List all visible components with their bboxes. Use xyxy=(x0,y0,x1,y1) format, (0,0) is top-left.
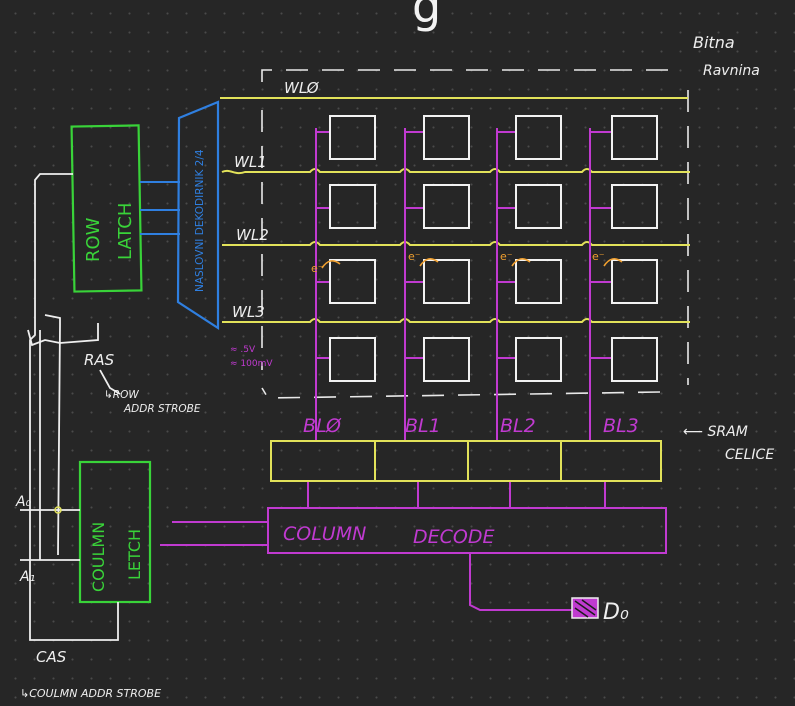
cell-1-0 xyxy=(329,184,376,229)
cell-3-2 xyxy=(515,337,562,382)
row-latch-label-1: ROW xyxy=(83,217,104,262)
column-latch-label-2: LETCH xyxy=(125,529,144,580)
svg-text:e⁻: e⁻ xyxy=(500,250,513,263)
cell-1-1 xyxy=(423,184,470,229)
ravnina-label: Ravnina xyxy=(703,63,760,79)
bl1-label: BL1 xyxy=(405,415,441,437)
cell-1-3 xyxy=(611,184,658,229)
bit-plane-boundary xyxy=(261,69,689,399)
cell-0-3 xyxy=(611,115,658,160)
column-latch-label-1: COULMN xyxy=(89,522,108,592)
bit-line-0 xyxy=(315,128,330,440)
row-latch xyxy=(70,124,143,293)
address-wiring xyxy=(20,173,121,641)
cell-0-1 xyxy=(423,115,470,160)
column-label: COLUMN xyxy=(283,523,366,545)
cell-0-2 xyxy=(515,115,562,160)
cell-1-2 xyxy=(515,184,562,229)
cell-2-3 xyxy=(611,259,658,304)
word-line-2 xyxy=(222,241,690,246)
word-lines xyxy=(220,97,690,323)
bit-line-1 xyxy=(404,128,424,440)
d0-label: D₀ xyxy=(603,600,629,625)
title-fragment: g xyxy=(412,0,441,33)
row-strobe-label-1: ↳ROW xyxy=(104,389,139,401)
a0-label: A₀ xyxy=(15,494,32,510)
wl1-label: WL1 xyxy=(234,153,267,171)
cell-3-0 xyxy=(329,337,376,382)
bit-line-3 xyxy=(589,128,612,440)
ras-label: RAS xyxy=(84,351,115,369)
voltage-label-1: ≈ .5V xyxy=(230,345,256,355)
wl2-label: WL2 xyxy=(236,226,269,244)
word-line-3 xyxy=(222,318,690,323)
row-latch-label-2: LATCH xyxy=(115,203,136,260)
a1-label: A₁ xyxy=(19,569,35,585)
cell-2-2 xyxy=(515,259,562,304)
cell-2-0 xyxy=(329,259,376,304)
svg-text:e⁻: e⁻ xyxy=(408,250,421,263)
decode-label: DECODE xyxy=(413,526,495,548)
cas-label: CAS xyxy=(36,648,67,666)
column-decoder xyxy=(267,507,667,554)
row-decoder xyxy=(176,100,220,331)
bitna-label: Bitna xyxy=(693,33,735,52)
svg-text:e⁻: e⁻ xyxy=(592,250,605,263)
electron-charges: e⁻ e⁻ e⁻ e⁻ xyxy=(311,250,623,275)
cell-2-1 xyxy=(423,259,470,304)
word-line-1 xyxy=(221,168,690,175)
column-strobe-label: ↳COULMN ADDR STROBE xyxy=(20,687,161,700)
cell-3-3 xyxy=(611,337,658,382)
celice-label: CELICE xyxy=(725,447,774,463)
voltage-label-2: ≈ 100mV xyxy=(230,359,273,369)
cell-3-1 xyxy=(423,337,470,382)
bl0-label: BLØ xyxy=(303,415,342,437)
cell-0-0 xyxy=(329,115,376,160)
svg-text:e⁻: e⁻ xyxy=(311,262,324,275)
wl3-label: WL3 xyxy=(232,303,265,321)
bl3-label: BL3 xyxy=(603,415,639,437)
column-latch xyxy=(78,460,152,604)
bit-line-2 xyxy=(496,128,516,440)
row-decoder-label: NASLOVNI DEKODIRNIK 2/4 xyxy=(194,149,206,292)
bl2-label: BL2 xyxy=(500,415,536,437)
bit-lines xyxy=(160,128,612,611)
row-strobe-label-2: ADDR STROBE xyxy=(123,403,201,415)
memory-cells xyxy=(329,115,658,382)
wl0-label: WLØ xyxy=(284,79,320,97)
latch-to-decoder xyxy=(140,181,180,235)
sram-cells xyxy=(270,440,662,482)
sram-label: ⟵ SRAM xyxy=(683,424,748,440)
